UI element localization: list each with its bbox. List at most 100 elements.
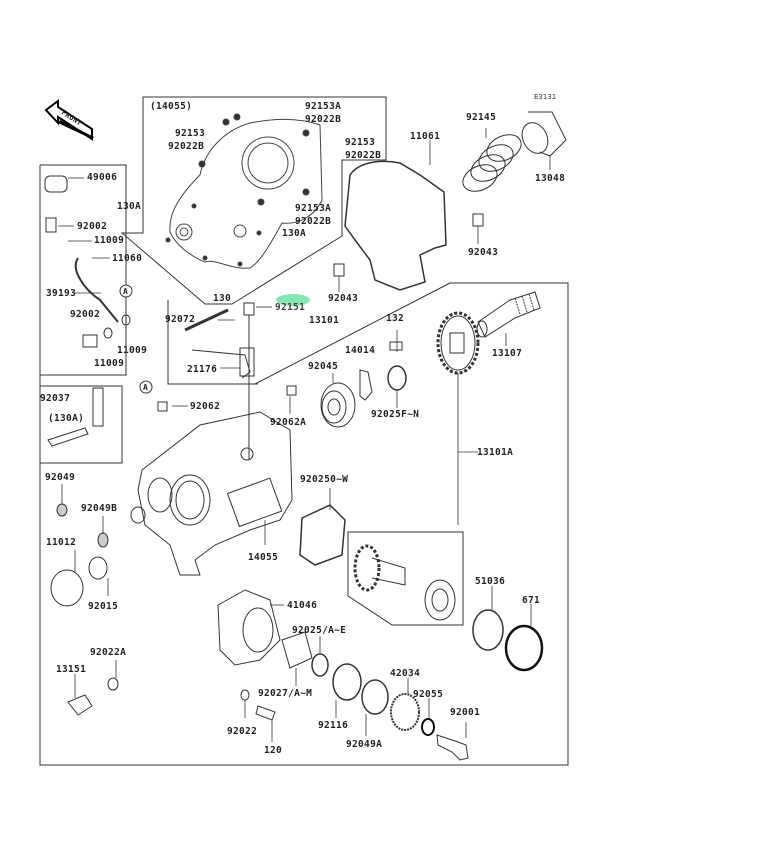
label-14014[interactable]: 14014 <box>345 345 376 356</box>
label-21176[interactable]: 21176 <box>187 364 218 375</box>
label-92072[interactable]: 92072 <box>165 314 196 325</box>
label-13101[interactable]: 13101 <box>309 315 340 326</box>
cam-cup-shape <box>521 111 567 157</box>
seal-92049A-shape <box>361 679 389 715</box>
label-92022B[interactable]: 92022B <box>345 150 382 161</box>
label-92027-A-M[interactable]: 92027/A~M <box>258 688 313 699</box>
label-92049A[interactable]: 92049A <box>346 739 383 750</box>
callout-a-marker-1 <box>119 284 133 298</box>
bolt-92002a-shape <box>45 217 57 233</box>
label-92049[interactable]: 92049 <box>45 472 76 483</box>
highlighted-part-marker[interactable] <box>276 294 310 306</box>
label-11012[interactable]: 11012 <box>46 537 77 548</box>
label-120[interactable]: 120 <box>264 745 283 756</box>
label-92001[interactable]: 92001 <box>450 707 481 718</box>
washer-11009b-shape <box>103 327 113 339</box>
label-11060[interactable]: 11060 <box>112 253 143 264</box>
label-92043[interactable]: 92043 <box>328 293 359 304</box>
label-92153A[interactable]: 92153A <box>295 203 332 214</box>
box-shaft-group <box>254 282 451 385</box>
plug-92062A-shape <box>286 385 297 396</box>
label-49006[interactable]: 49006 <box>87 172 118 183</box>
label-41046[interactable]: 41046 <box>287 600 318 611</box>
label-11009[interactable]: 11009 <box>94 235 125 246</box>
label-130A[interactable]: 130A <box>117 201 142 212</box>
label-14055[interactable]: 14055 <box>248 552 279 563</box>
o-ring-671-shape <box>504 624 544 672</box>
label-92002[interactable]: 92002 <box>70 309 101 320</box>
cap-11012-shape <box>50 569 84 607</box>
label-92153[interactable]: 92153 <box>175 128 206 139</box>
callout-a-text-2: A <box>143 383 149 392</box>
sensor-body-shape <box>239 347 255 377</box>
box-fuel-group <box>40 164 127 376</box>
label-92055[interactable]: 92055 <box>413 689 444 700</box>
label-11061[interactable]: 11061 <box>410 131 441 142</box>
bolt-132-shape <box>389 341 403 351</box>
gasket-shape <box>344 160 447 291</box>
coupling-shape <box>390 693 420 731</box>
box-bracket-group <box>40 385 123 464</box>
washer-shape <box>387 365 407 391</box>
box-cover-group <box>120 96 387 305</box>
label-92025-A-E[interactable]: 92025/A~E <box>292 625 347 636</box>
leader-lines <box>58 128 551 742</box>
label-92022B[interactable]: 92022B <box>305 114 342 125</box>
strap-92072-shape <box>184 308 229 332</box>
box-pinion-group <box>347 531 464 626</box>
label-130A[interactable]: 130A <box>282 228 307 239</box>
label-132[interactable]: 132 <box>386 313 405 324</box>
label-92022B[interactable]: 92022B <box>168 141 205 152</box>
collar-a-shape <box>472 213 484 227</box>
label-92049B[interactable]: 92049B <box>81 503 118 514</box>
gear-case-housing-shape <box>137 411 293 576</box>
crankcase-cover-shape <box>165 113 323 269</box>
label-13101A[interactable]: 13101A <box>477 447 514 458</box>
label-92062A[interactable]: 92062A <box>270 417 307 428</box>
label-11009[interactable]: 11009 <box>94 358 125 369</box>
label-51036[interactable]: 51036 <box>475 576 506 587</box>
label-92062[interactable]: 92062 <box>190 401 221 412</box>
label-130[interactable]: 130 <box>213 293 232 304</box>
output-shaft-shape <box>476 291 541 338</box>
label-13048[interactable]: 13048 <box>535 173 566 184</box>
label-92151[interactable]: 92151 <box>275 302 306 313</box>
label-92022A[interactable]: 92022A <box>90 647 127 658</box>
joint-49006-shape <box>44 175 68 193</box>
label-92043[interactable]: 92043 <box>468 247 499 258</box>
collar-b-shape <box>333 263 345 277</box>
label-92015[interactable]: 92015 <box>88 601 119 612</box>
label-130A-ref[interactable]: (130A) <box>48 413 85 424</box>
box-sensor-group <box>167 300 258 385</box>
bracket-92037-shape <box>92 387 104 427</box>
label-13151[interactable]: 13151 <box>56 664 87 675</box>
label-11009[interactable]: 11009 <box>117 345 148 356</box>
label-92153[interactable]: 92153 <box>345 137 376 148</box>
washer-92049B-shape <box>97 532 109 548</box>
bolt-92002b-shape <box>82 334 98 348</box>
label-92022[interactable]: 92022 <box>227 726 258 737</box>
label-39193[interactable]: 39193 <box>46 288 77 299</box>
label-92153A[interactable]: 92153A <box>305 101 342 112</box>
housing-gasket-shape <box>299 504 346 566</box>
label-92025F-N[interactable]: 92025F~N <box>371 409 420 420</box>
label-92045[interactable]: 92045 <box>308 361 339 372</box>
label-42034[interactable]: 42034 <box>390 668 421 679</box>
label-13107[interactable]: 13107 <box>492 348 523 359</box>
label-671[interactable]: 671 <box>522 595 541 606</box>
shim-ring-shape <box>311 653 329 677</box>
label-92116[interactable]: 92116 <box>318 720 349 731</box>
label-92037[interactable]: 92037 <box>40 393 71 404</box>
lever-shape <box>359 369 373 401</box>
label-92002[interactable]: 92002 <box>77 221 108 232</box>
label-14055-group[interactable]: (14055) <box>150 101 193 112</box>
bearing-92116-shape <box>332 663 362 701</box>
bolt-92151-shape <box>243 302 255 316</box>
label-92022B[interactable]: 92022B <box>295 216 332 227</box>
collar-92062-shape <box>157 401 168 412</box>
label-92145[interactable]: 92145 <box>466 112 497 123</box>
sleeve-shape <box>281 631 313 669</box>
label-920250-W[interactable]: 920250~W <box>300 474 349 485</box>
o-ring-92055-shape <box>421 718 435 736</box>
